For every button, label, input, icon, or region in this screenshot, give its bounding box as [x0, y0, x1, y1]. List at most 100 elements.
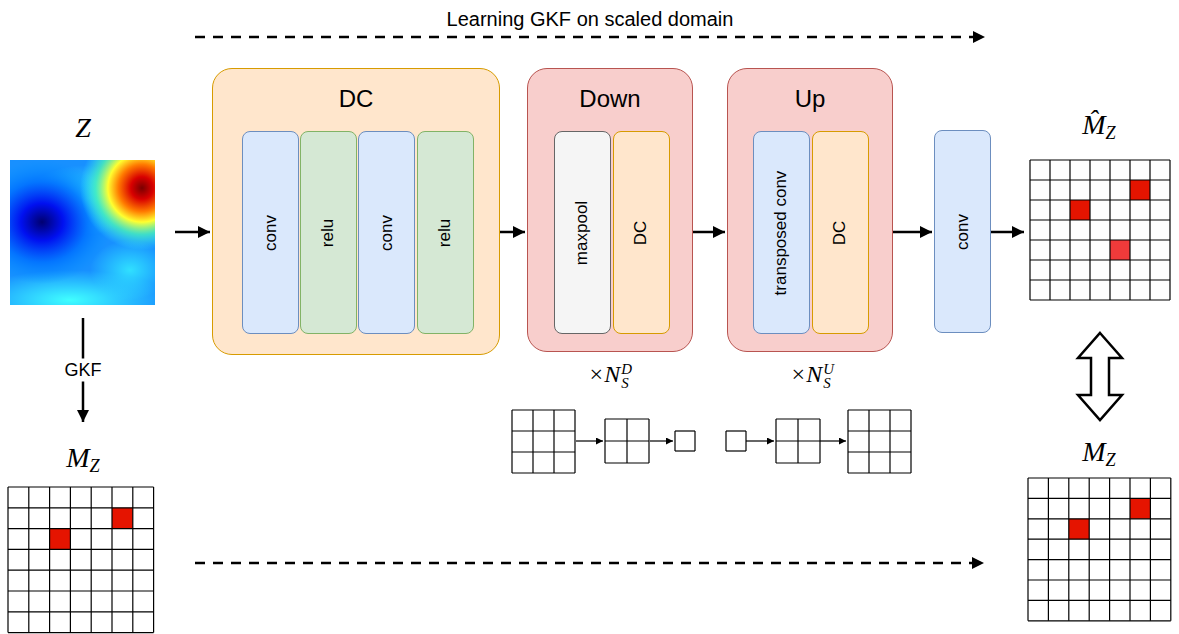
relu-layer: relu — [300, 131, 357, 334]
comparison-arrow — [1078, 333, 1122, 420]
conv-layer: conv — [358, 131, 415, 334]
figure-part — [1130, 180, 1150, 200]
figure-part — [1149, 160, 1150, 300]
figure-part — [512, 410, 575, 473]
block-title: Down — [528, 85, 692, 113]
figure-part — [650, 440, 673, 441]
figure-part — [1030, 299, 1170, 300]
figure-part — [648, 419, 649, 463]
figure-part — [1069, 160, 1070, 300]
figure-part — [1029, 160, 1030, 300]
figure-part — [1048, 478, 1049, 621]
flow-arrow — [893, 231, 932, 234]
figure-part — [1028, 477, 1171, 478]
figure-part — [605, 419, 649, 463]
relu-layer: relu — [417, 131, 474, 334]
scale-grids — [512, 410, 911, 473]
figure-part — [49, 487, 50, 633]
script-stack: DS — [621, 361, 632, 391]
figure-part — [7, 487, 8, 633]
figure-part — [1089, 478, 1090, 621]
figure-part — [746, 440, 774, 441]
figure-part — [8, 570, 154, 571]
figure-part — [675, 430, 695, 431]
scale-arrows — [576, 441, 846, 442]
layer-label: DC — [831, 220, 851, 245]
figure-part — [1069, 519, 1089, 539]
figure-heading: Z — [8, 108, 158, 148]
figure-part — [8, 486, 154, 487]
flow-arrow — [693, 231, 725, 234]
figure-part — [1129, 160, 1130, 300]
figure-part — [776, 440, 820, 441]
section-title: Learning GKF on scaled domain — [447, 8, 734, 31]
layer-label: conv — [952, 214, 972, 250]
symbol: M̂ — [1082, 109, 1105, 140]
layer-label: maxpool — [573, 200, 593, 264]
figure-part — [1070, 200, 1090, 220]
superscript: D — [621, 361, 632, 376]
edge-label: GKF — [62, 359, 103, 382]
figure-part — [1150, 478, 1151, 621]
figure-part — [1129, 478, 1130, 621]
input-field: Z — [8, 108, 158, 308]
figure-part — [725, 431, 726, 451]
figure-part — [8, 611, 154, 612]
figure-part — [132, 487, 133, 633]
figure-part — [512, 451, 575, 452]
maxpool-layer: maxpool — [554, 131, 611, 334]
repeat-count: ×NUS — [790, 361, 834, 391]
figure-part — [820, 440, 846, 441]
figure-part — [848, 410, 911, 473]
figure-part — [512, 409, 575, 410]
figure-part — [8, 528, 154, 529]
figure-part — [910, 410, 911, 473]
symbol: ×N — [790, 361, 822, 387]
figure-part — [776, 462, 820, 463]
figure-part — [512, 430, 575, 431]
subscript: Z — [1106, 123, 1116, 143]
down-block: Down maxpool DC — [527, 68, 693, 352]
figure-part — [8, 549, 154, 550]
figure-part — [605, 440, 649, 441]
figure-part — [1028, 539, 1171, 540]
layer-label: conv — [260, 215, 280, 251]
figure-part — [1109, 160, 1110, 300]
figure-part — [1030, 159, 1170, 160]
transposed-conv-layer: transposed conv — [753, 131, 810, 334]
figure-part — [1049, 160, 1050, 300]
figure-part — [1130, 498, 1150, 518]
figure-part — [111, 487, 112, 633]
figure-part — [1169, 160, 1170, 300]
figure-part — [726, 450, 746, 451]
figure-part — [848, 409, 911, 410]
subscript: S — [621, 376, 632, 391]
flow-arrow — [991, 231, 1024, 234]
flow-arrow — [175, 231, 210, 234]
double-conv-layer: DC — [613, 131, 670, 334]
figure-part — [28, 487, 29, 633]
figure-part — [848, 472, 911, 473]
mask-grid — [1030, 160, 1170, 300]
figure-part — [112, 508, 133, 529]
figure-part — [8, 507, 154, 508]
heatmap — [10, 160, 155, 305]
script-stack: US — [823, 361, 834, 391]
layer-label: relu — [435, 218, 455, 246]
figure-heading: MZ — [8, 438, 158, 478]
figure-part — [1110, 240, 1130, 260]
figure-part — [1030, 199, 1170, 200]
figure-part — [776, 419, 820, 463]
figure-part — [153, 487, 154, 633]
symbol: M — [66, 442, 89, 473]
subscript: Z — [1106, 450, 1116, 470]
figure-part — [674, 431, 675, 451]
layer-label: transposed conv — [772, 170, 792, 295]
true-mask: MZ — [8, 438, 158, 634]
figure-part — [847, 410, 848, 473]
figure-part — [1027, 478, 1028, 621]
figure-part — [726, 430, 746, 431]
mask-grid — [8, 487, 154, 633]
